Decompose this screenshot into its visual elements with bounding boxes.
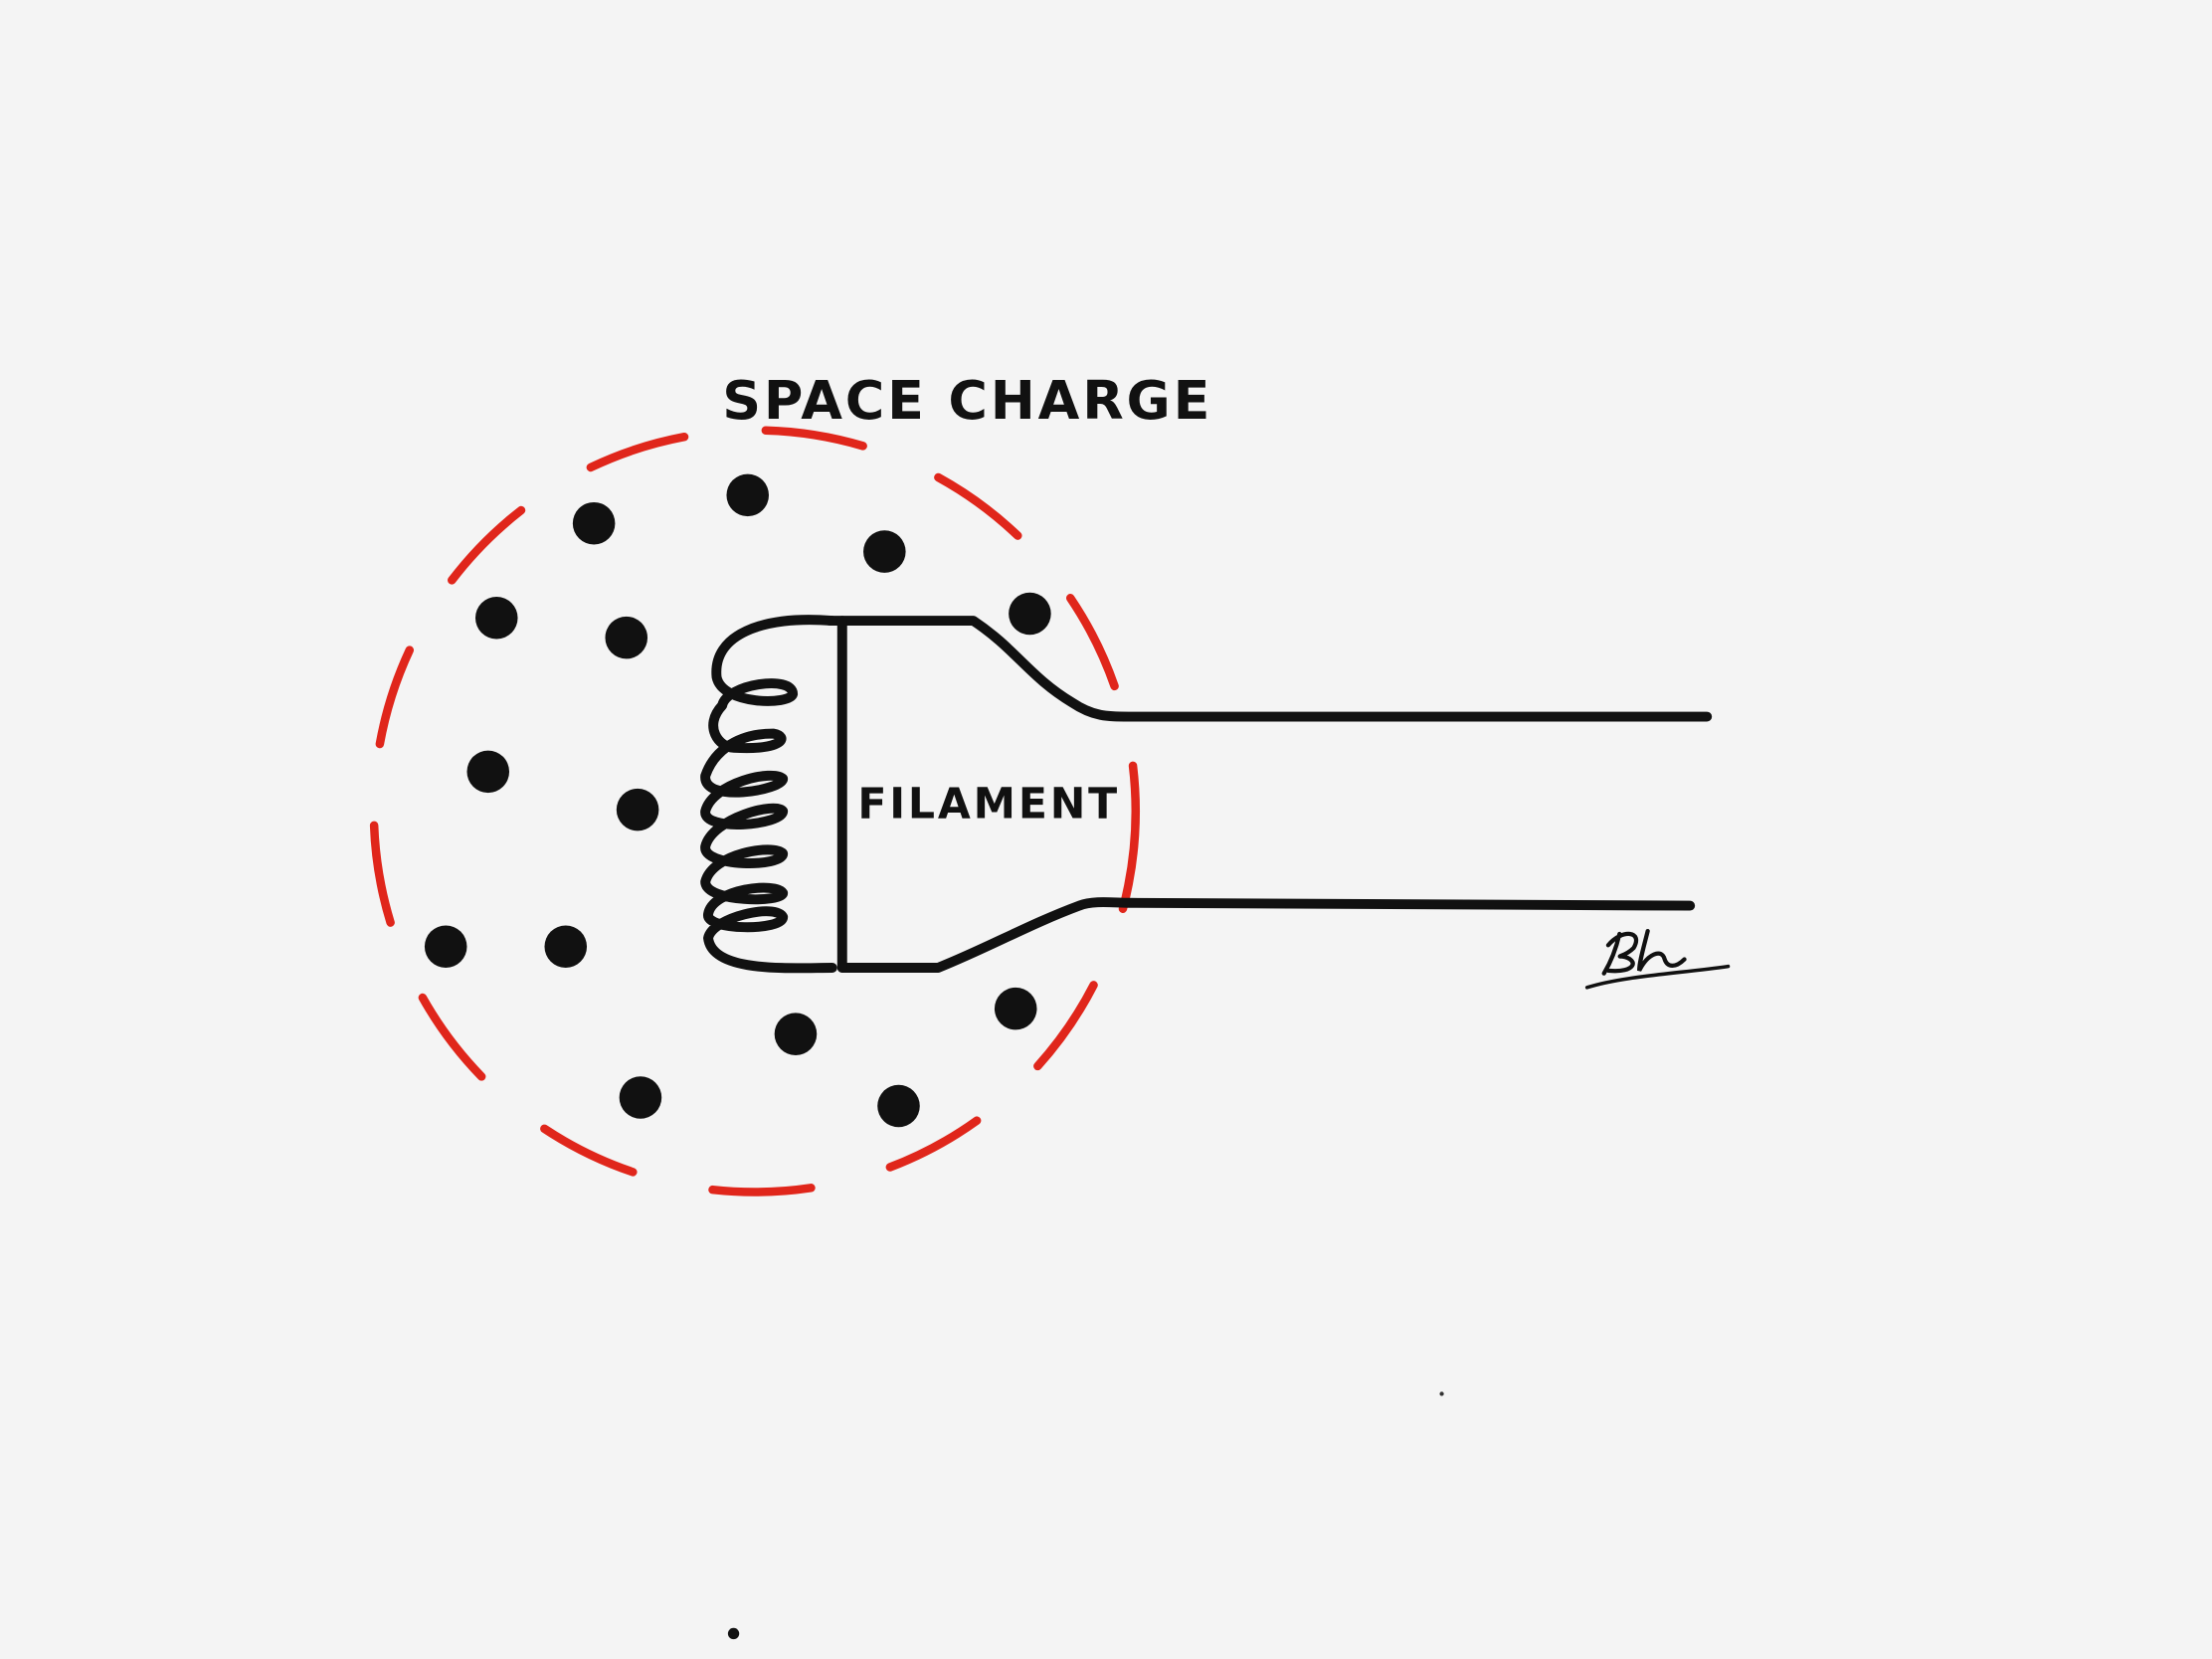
electron-dot: [466, 750, 510, 794]
filament-label: FILAMENT: [857, 781, 1120, 830]
stray-dot: [1439, 1391, 1444, 1396]
electron-dot: [774, 1013, 818, 1055]
filament-top-lead: [825, 616, 1713, 722]
signature: [1584, 928, 1731, 990]
electron-dot: [616, 788, 659, 831]
electron-dot: [424, 925, 467, 968]
electron-dot: [605, 616, 648, 659]
filament-bottom-lead: [836, 897, 1696, 973]
electron-dot: [572, 501, 616, 545]
electron-dot: [877, 1084, 920, 1128]
filament: [700, 615, 1713, 974]
electron-dot: [863, 530, 906, 573]
electron-dot: [619, 1076, 662, 1119]
electron-dot: [994, 987, 1037, 1030]
electron-dot: [544, 925, 588, 968]
electron-dot: [726, 473, 770, 517]
filament-coil: [700, 615, 837, 974]
electron-cloud: [424, 473, 1051, 1128]
space-charge-boundary: [369, 426, 1141, 1197]
electron-dot: [474, 596, 518, 640]
stray-dot: [727, 1627, 740, 1640]
space-charge-title: SPACE CHARGE: [722, 369, 1212, 432]
electron-dot: [1009, 592, 1051, 636]
